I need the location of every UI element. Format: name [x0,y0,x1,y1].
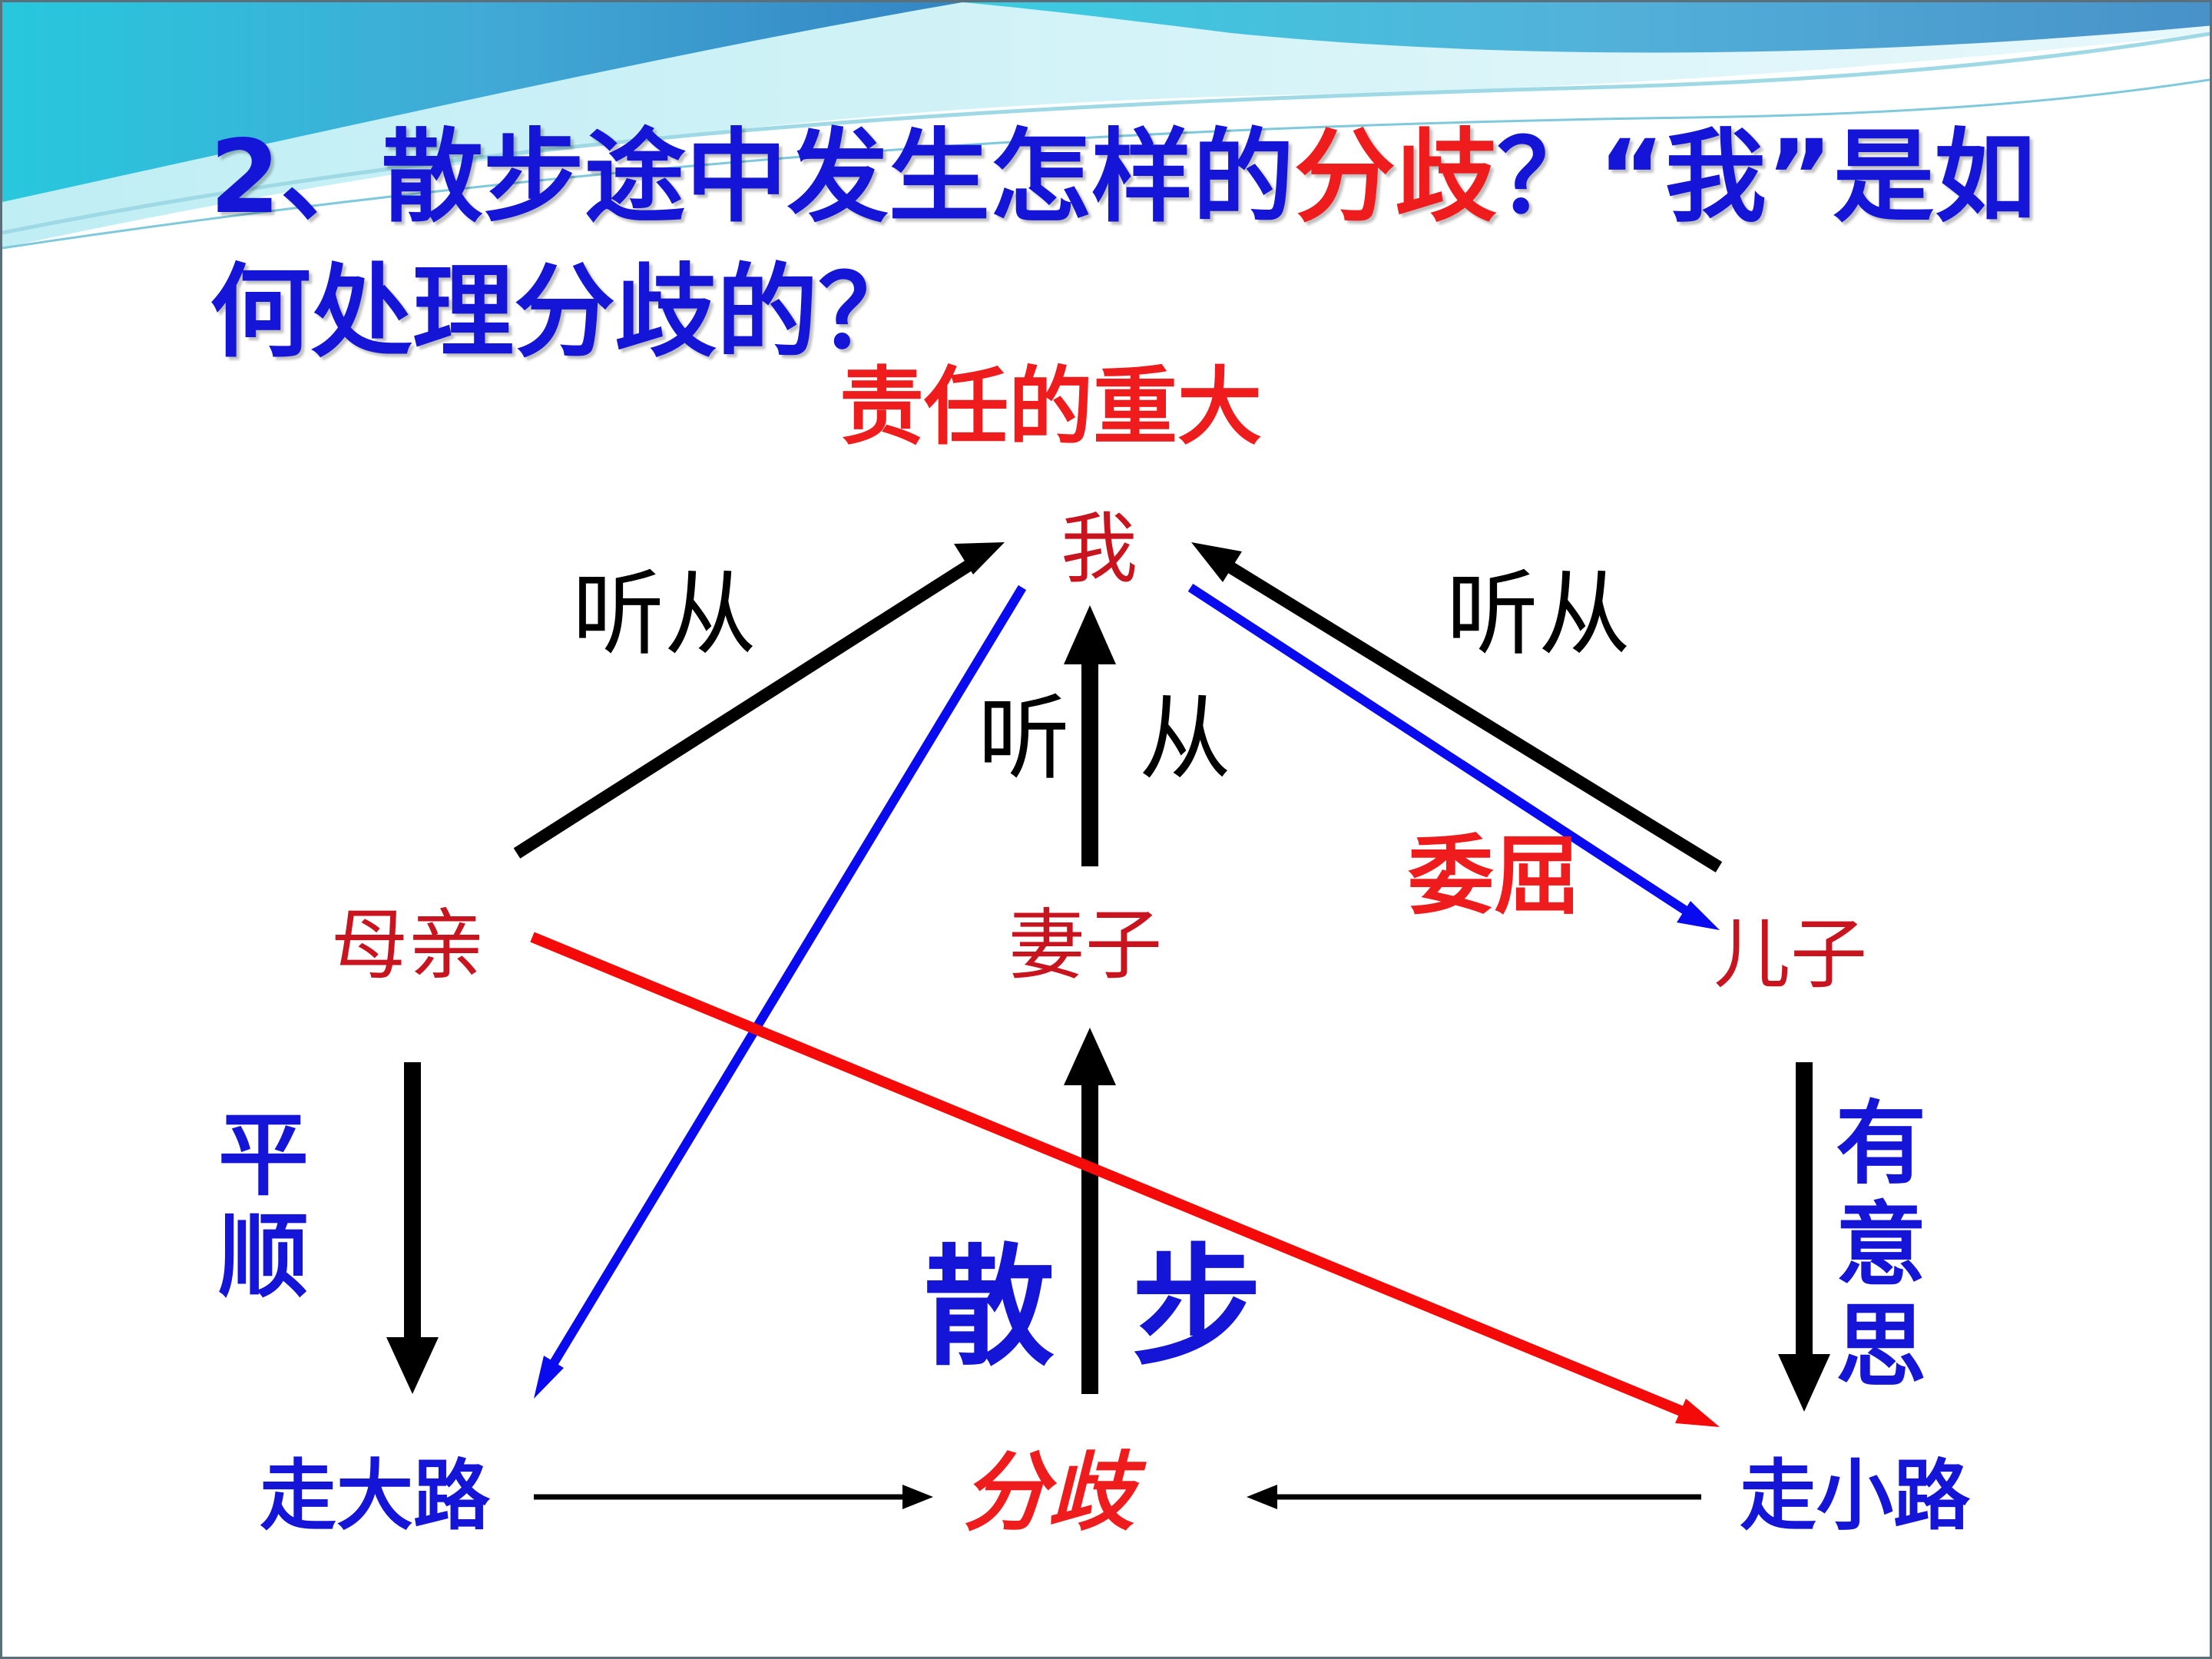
arrow-son-to-small-road [1778,1062,1830,1412]
label-walk-1: 散 [924,1232,1055,1384]
label-smooth: 平顺 [217,1102,309,1310]
page-title: 2、散步途中发生怎样的分歧？“我”是如何处理分歧的？ [210,110,2107,380]
node-small-road: 走小路 [1740,1451,1970,1541]
node-son: 儿子 [1714,909,1867,999]
label-obey-center-1: 听 [978,686,1070,793]
arrow-son-to-me [1191,542,1723,873]
title-highlight: 分歧 [1293,118,1497,237]
label-wronged: 委屈 [1408,826,1580,926]
node-divergence: 分歧 [962,1443,1134,1543]
arrow-mother-to-small-road-red [530,932,1720,1427]
label-interesting: 有意思 [1835,1091,1926,1400]
arrow-walk-to-wife [1064,1028,1116,1394]
title-part2: ？“我”是如何处理分歧的？ [210,118,2036,372]
title-part1: 2、散步途中发生怎样的 [210,118,1294,237]
label-obey-left: 听从 [572,561,757,668]
node-mother: 母亲 [331,900,485,990]
arrow-wife-to-me [1064,605,1116,866]
arrow-mother-to-me [513,542,1005,859]
label-obey-center-2: 从 [1139,686,1231,793]
responsibility-label: 责任的重大 [839,358,1262,456]
node-wife: 妻子 [1008,900,1162,990]
arrow-me-to-big-road-blue [534,584,1027,1399]
arrow-mother-to-big-road [386,1062,439,1394]
arrow-small-road-to-divergence [1247,1485,1701,1509]
label-obey-right: 听从 [1446,561,1631,668]
arrow-me-to-son-blue [1187,583,1720,930]
label-walk-2: 步 [1131,1232,1263,1384]
arrow-big-road-to-divergence [534,1485,933,1509]
header-wave-decoration [2,2,2210,250]
node-me: 我 [1061,504,1137,594]
node-big-road: 走大路 [260,1451,490,1541]
